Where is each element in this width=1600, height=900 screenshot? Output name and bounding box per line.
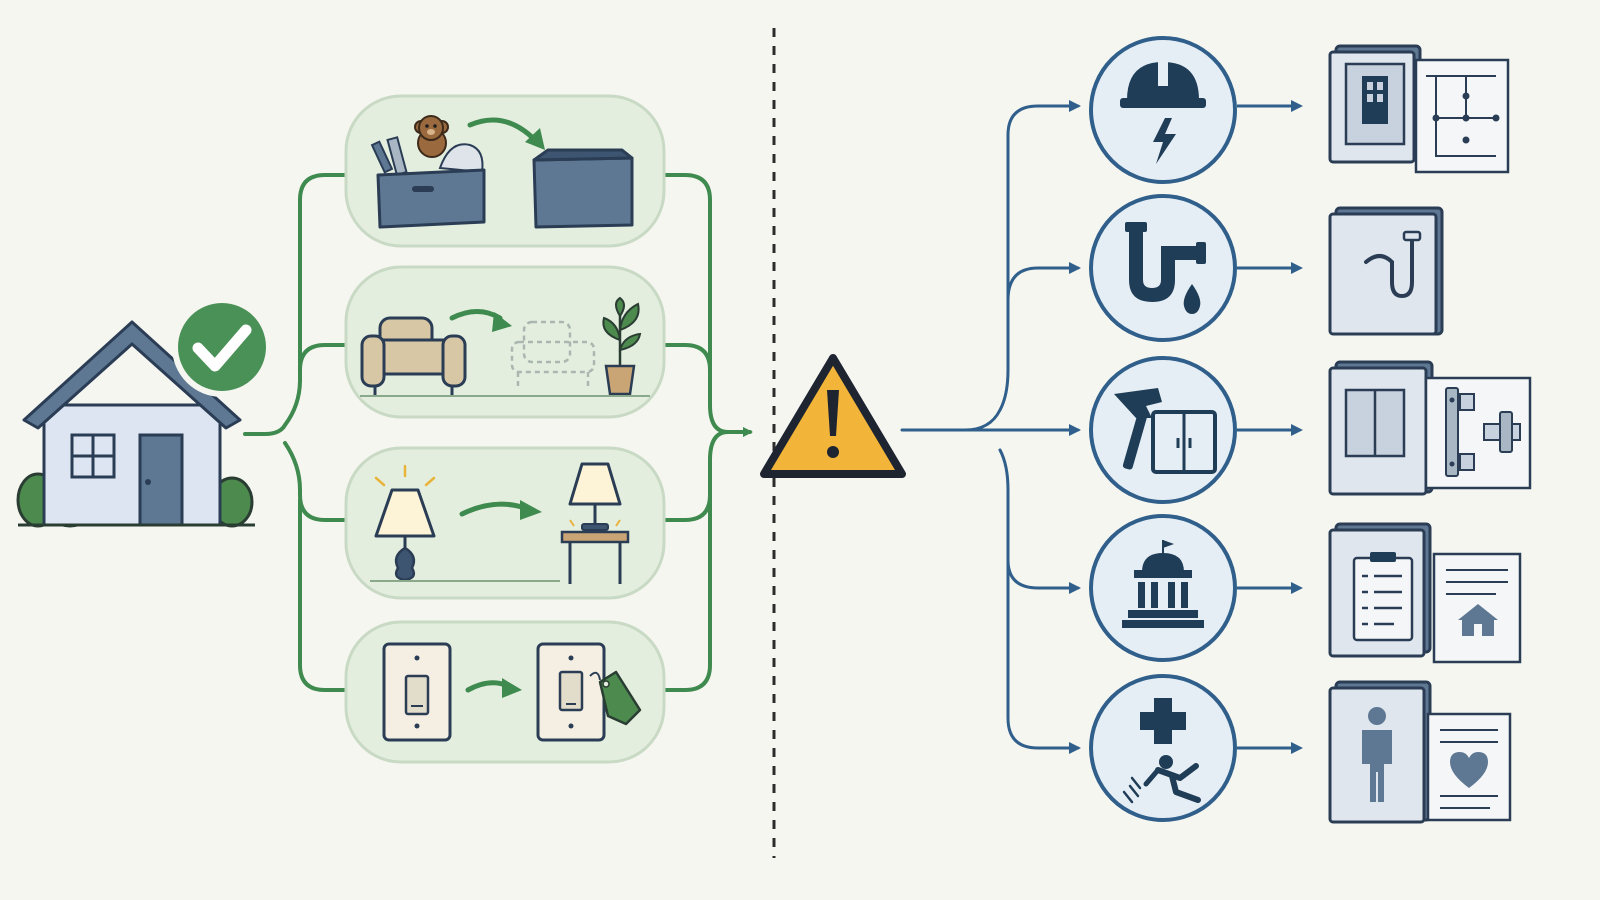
checkmark-icon <box>172 297 272 397</box>
permit-checklist-icon <box>1328 522 1522 664</box>
hardhat-lightning-icon <box>1120 62 1206 164</box>
category-electrical <box>1089 36 1303 184</box>
armchair-icon <box>360 316 467 396</box>
warning-triangle-icon <box>760 354 906 478</box>
left-connectors <box>243 173 753 692</box>
empty-storage-box-icon <box>532 148 634 229</box>
transition-arrowhead-icon <box>492 312 512 332</box>
transition-arrow-icon <box>459 501 528 517</box>
category-structural <box>1089 356 1303 504</box>
task-declutter <box>344 94 666 248</box>
filled-storage-box-icon <box>370 115 486 229</box>
start-house <box>16 297 272 528</box>
category-permits <box>1089 514 1303 662</box>
tagged-light-switch-icon <box>536 642 642 742</box>
light-switch-icon <box>382 642 452 742</box>
task-lighting <box>344 446 666 600</box>
task-furniture <box>344 265 666 419</box>
category-safety <box>1089 674 1303 822</box>
health-document-icon <box>1328 680 1512 824</box>
transition-arrowhead-icon <box>502 678 522 698</box>
floor-lamp-icon <box>374 464 436 582</box>
potted-plant-icon <box>602 296 642 396</box>
electrical-panel-manual-icon <box>1328 44 1510 174</box>
pipe-water-drop-icon <box>1125 222 1206 314</box>
cabinet-hinge-manual-icon <box>1328 360 1532 496</box>
transition-arrow-icon <box>467 117 538 143</box>
task-fixtures <box>344 620 666 764</box>
moved-armchair-outline-icon <box>510 320 596 390</box>
house-icon <box>18 320 255 527</box>
plumbing-manual-icon <box>1328 206 1444 336</box>
right-connectors <box>900 100 1081 754</box>
first-aid-fall-icon <box>1122 698 1201 804</box>
transition-arrowhead-icon <box>525 128 545 150</box>
table-lamp-icon <box>560 462 630 584</box>
hammer-cabinet-icon <box>1114 388 1217 474</box>
government-building-icon <box>1122 540 1204 628</box>
transition-arrowhead-icon <box>520 500 542 520</box>
category-plumbing <box>1089 194 1303 342</box>
